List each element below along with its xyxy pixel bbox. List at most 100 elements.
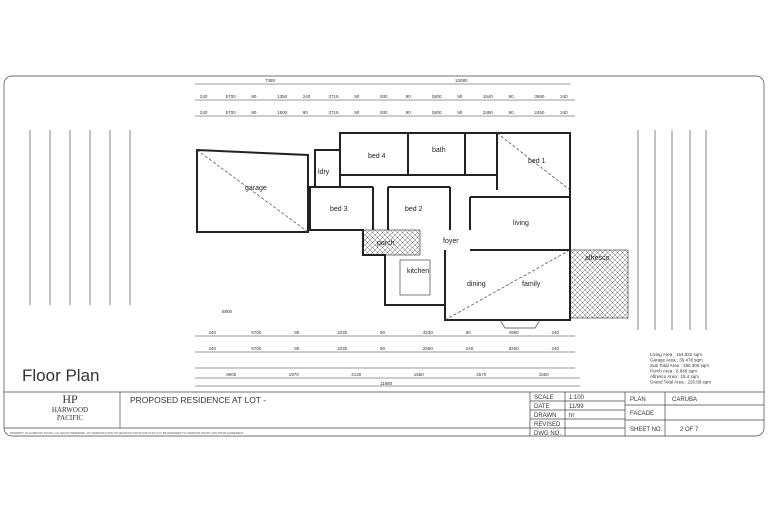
dim-text: 3690 (534, 94, 545, 99)
room-bath: bath (432, 147, 446, 154)
room-laundry: ldry (318, 169, 330, 176)
dim-text: 1550 (414, 372, 425, 377)
field-value: 1:100 (569, 395, 585, 401)
dim-text: 2450 (534, 110, 545, 115)
area-line: Living Area : 154.822 sqm (650, 352, 702, 357)
dim-text: 3230 (423, 330, 434, 335)
room-family: family (522, 281, 541, 288)
dim-text: 930 (380, 110, 388, 115)
dim-text: 7380 (265, 78, 276, 83)
dim-text: 90 (354, 94, 360, 99)
dim-text: 4990 (509, 330, 520, 335)
dim-text: 90 (406, 94, 412, 99)
dim-text: 1350 (277, 94, 288, 99)
dim-text: 240 (303, 94, 311, 99)
dim-text: 90 (509, 110, 515, 115)
room-labels: garage ldry bed 4 bath bed 1 bed 3 bed 2… (245, 147, 610, 288)
dim-text: 13080 (455, 78, 468, 83)
dim-text: 90 (251, 110, 257, 115)
dim-text: 90 (251, 94, 257, 99)
dim-text: 90 (457, 110, 463, 115)
dim-text: 90 (406, 110, 412, 115)
area-line: Grand Total Area : 226.58 sqm (650, 380, 711, 385)
dim-text: 240 (552, 346, 560, 351)
room-bed-2: bed 2 (405, 206, 423, 213)
dim-text: 2130 (351, 372, 362, 377)
alfresco-area (569, 249, 629, 319)
area-line: Porch Area : 6.846 sqm (650, 369, 697, 374)
dim-text: 1970 (289, 372, 300, 377)
dim-text: 3230 (337, 346, 348, 351)
dim-text: 240 (552, 330, 560, 335)
room-bed-3: bed 3 (330, 206, 348, 213)
dim-text: 1800 (431, 110, 442, 115)
room-foyer: foyer (443, 238, 459, 245)
field-label: DRAWN (534, 413, 556, 419)
field-value: 11/99 (569, 404, 584, 410)
sheet-number-label: SHEET NO. (630, 427, 663, 433)
field-label: SCALE (534, 395, 554, 401)
svg-text:HP: HP (62, 392, 78, 406)
field-value: hr (569, 413, 574, 419)
room-dining: dining (467, 281, 486, 288)
dim-text: 1550 (539, 372, 550, 377)
dim-text: 1540 (483, 94, 494, 99)
dim-text: 90 (466, 330, 472, 335)
side-dimensions (29, 130, 707, 330)
dim-text: 240 (208, 346, 216, 351)
floor-plan (196, 132, 629, 329)
dim-text: 3715 (329, 94, 340, 99)
dim-text: 90 (294, 330, 300, 335)
dim-text: 3230 (337, 330, 348, 335)
sheet-number-value: 2 OF 7 (680, 427, 699, 433)
area-line: Sub Total Area : 190.300 sqm (650, 363, 709, 368)
area-line: Garage Area : 36.478 sqm (650, 358, 703, 363)
copyright-notice: PROPERTY OF HARWOOD PACIFIC. ALL RIGHTS … (10, 431, 244, 435)
dim-text: 240 (560, 94, 568, 99)
dim-text: 90 (294, 346, 300, 351)
dim-text: 5700 (251, 330, 262, 335)
room-bed-4: bed 4 (368, 153, 386, 160)
top-dimensions: 7380 13080 240 5700 90 1350 240 3715 90 930 90 18… (195, 78, 575, 117)
room-bed-1: bed 1 (528, 158, 546, 165)
dim-text: 5700 (251, 346, 262, 351)
dim-text: 1800 (431, 94, 442, 99)
dim-text: 2570 (476, 372, 487, 377)
dim-text: 5700 (226, 110, 237, 115)
area-line: Alfresco Area : 15.4 sqm (650, 374, 699, 379)
sheet-heading: Floor Plan (22, 366, 99, 385)
dim-text: 240 (200, 110, 208, 115)
svg-text:HARWOOD: HARWOOD (52, 406, 88, 414)
dim-text: 11680 (380, 381, 393, 386)
dim-text: 1500 (277, 110, 288, 115)
dim-text: 240 (466, 346, 474, 351)
bottom-dimensions: 5800 11680 240 5700 90 3230 90 3230 90 4990 240 2… (195, 309, 580, 387)
field-label: REVISED (534, 422, 561, 428)
room-living: living (513, 220, 529, 227)
dim-text: 90 (354, 110, 360, 115)
dim-text: 240 (208, 330, 216, 335)
dim-text: 930 (380, 94, 388, 99)
dim-text: 5700 (226, 94, 237, 99)
dim-text: 5800 (222, 309, 233, 314)
sheet-border (3, 75, 765, 437)
harwood-pacific-logo: HP HARWOOD PACIFIC (52, 392, 88, 422)
dim-text: 3715 (329, 110, 340, 115)
dim-text: 90 (509, 94, 515, 99)
room-alfresco: alfresco (585, 255, 610, 262)
field-label: DWG NO. (534, 431, 561, 437)
dim-text: 2590 (423, 346, 434, 351)
dim-text: 9000 (226, 372, 237, 377)
dim-text: 90 (303, 110, 309, 115)
room-kitchen: kitchen (407, 268, 429, 275)
dim-text: 90 (380, 330, 386, 335)
room-garage: garage (245, 185, 267, 192)
project-title: PROPOSED RESIDENCE AT LOT - (130, 395, 266, 405)
dim-text: 8250 (509, 346, 520, 351)
dim-text: 2450 (483, 110, 494, 115)
plan-label: PLAN (630, 397, 646, 403)
title-block: HP HARWOOD PACIFIC PROPOSED RESIDENCE AT… (4, 391, 764, 437)
dim-text: 90 (380, 346, 386, 351)
